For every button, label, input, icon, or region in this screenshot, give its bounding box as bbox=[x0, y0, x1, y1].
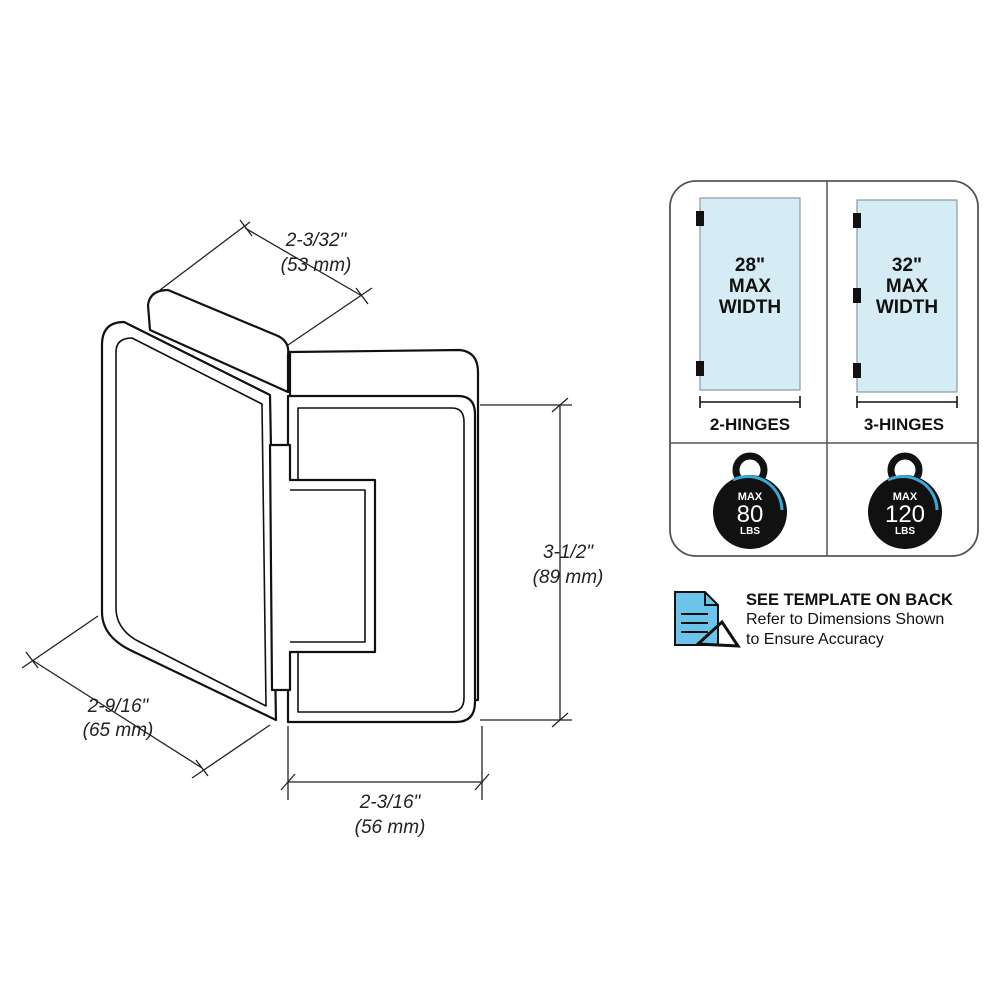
template-note: SEE TEMPLATE ON BACK Refer to Dimensions… bbox=[746, 590, 953, 650]
glass-door-32 bbox=[856, 199, 958, 393]
hinge-drawing bbox=[100, 288, 480, 724]
capacity-panel: 28" MAX WIDTH 2-HINGES 32" MAX WIDTH 3-H… bbox=[669, 180, 979, 557]
left-plate-top-edge bbox=[146, 288, 290, 394]
glass-door-28 bbox=[699, 197, 801, 391]
svg-text:MAX: MAX bbox=[738, 491, 763, 503]
svg-text:28": 28" bbox=[735, 255, 765, 276]
hinge-icon bbox=[696, 211, 704, 226]
hinge-icon bbox=[853, 213, 861, 228]
width-right-imperial: 2-3/16" bbox=[359, 792, 422, 813]
svg-text:WIDTH: WIDTH bbox=[719, 297, 781, 318]
document-template-icon bbox=[674, 591, 741, 648]
height-metric: (89 mm) bbox=[533, 567, 604, 588]
svg-text:MAX: MAX bbox=[893, 491, 918, 503]
height-imperial: 3-1/2" bbox=[543, 542, 594, 563]
hinge-icon bbox=[696, 361, 704, 376]
svg-text:120: 120 bbox=[885, 501, 925, 528]
template-note-line1: Refer to Dimensions Shown bbox=[746, 611, 945, 628]
svg-text:LBS: LBS bbox=[895, 526, 915, 537]
hinges-label: 2-HINGES bbox=[710, 415, 790, 434]
width-right-metric: (56 mm) bbox=[355, 817, 426, 838]
width-left-metric: (65 mm) bbox=[83, 720, 154, 741]
svg-text:WIDTH: WIDTH bbox=[876, 297, 938, 318]
template-note-line2: to Ensure Accuracy bbox=[746, 631, 884, 648]
svg-text:LBS: LBS bbox=[740, 526, 760, 537]
weight-icon: MAX 120 LBS bbox=[868, 452, 942, 549]
hinge-icon bbox=[853, 288, 861, 303]
hinges-label: 3-HINGES bbox=[864, 415, 944, 434]
depth-imperial: 2-3/32" bbox=[285, 230, 348, 251]
weight-icon: MAX 80 LBS bbox=[713, 452, 787, 549]
dimension-lines bbox=[21, 219, 572, 800]
depth-metric: (53 mm) bbox=[281, 255, 352, 276]
hinge-icon bbox=[853, 363, 861, 378]
left-plate bbox=[100, 320, 278, 722]
hinge-knuckle bbox=[268, 443, 377, 692]
width-left-imperial: 2-9/16" bbox=[87, 696, 150, 717]
svg-text:MAX: MAX bbox=[886, 276, 929, 297]
svg-text:80: 80 bbox=[737, 501, 764, 528]
svg-text:MAX: MAX bbox=[729, 276, 772, 297]
template-note-title: SEE TEMPLATE ON BACK bbox=[746, 591, 953, 609]
svg-text:32": 32" bbox=[892, 255, 922, 276]
